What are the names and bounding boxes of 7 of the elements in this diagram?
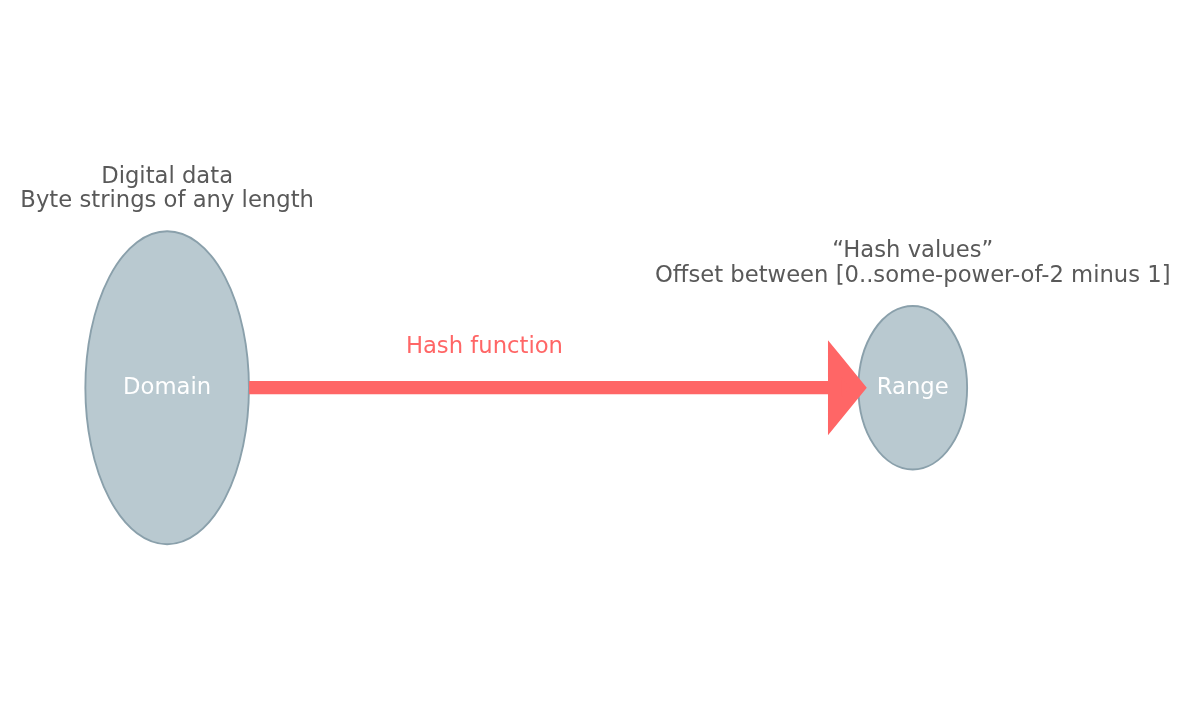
node-ellipse: Domain: [84, 230, 250, 546]
node-label: “Hash values”: [832, 236, 994, 263]
arrow: [249, 340, 867, 436]
node-label: Offset between [0..some-power-of-2 minus 1]: [654, 261, 1171, 288]
node-ellipse: Range: [857, 305, 969, 471]
node-label: Digital data: [101, 161, 234, 188]
edge-label: Hash function: [405, 331, 563, 358]
